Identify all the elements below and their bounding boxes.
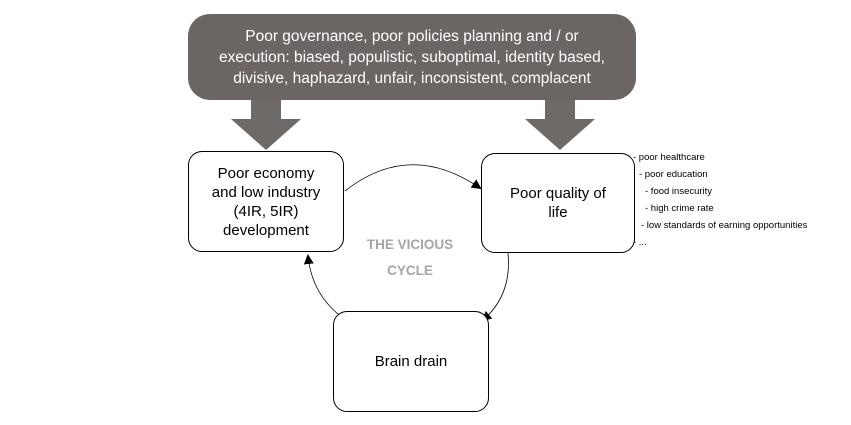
economy-line-4: development — [223, 221, 309, 239]
banner-line-2: execution: biased, populistic, suboptima… — [218, 48, 605, 66]
poor-economy-text: Poor economy and low industry (4IR, 5IR)… — [212, 164, 320, 240]
economy-line-3: (4IR, 5IR) — [233, 202, 299, 220]
banner-line-3: divisive, haphazard, unfair, inconsisten… — [233, 69, 591, 87]
cycle-arrow-economy-to-quality — [344, 164, 482, 192]
cycle-arrow-brain-drain-to-economy — [303, 254, 344, 319]
down-arrow-right — [525, 99, 595, 150]
quality-factors-list: - poor healthcare - poor education - foo… — [633, 149, 849, 251]
economy-line-2: and low industry — [211, 183, 321, 201]
quality-factor-item: - food insecurity — [645, 186, 713, 197]
banner-line-1: Poor governance, poor policies planning … — [245, 27, 579, 45]
brain-drain-label: Brain drain — [374, 353, 448, 370]
poor-economy-box: Poor economy and low industry (4IR, 5IR)… — [188, 151, 344, 252]
quality-line-2: life — [548, 204, 568, 221]
poor-quality-text: Poor quality of life — [510, 184, 606, 222]
vicious-cycle-label: THE VICIOUS CYCLE — [346, 232, 474, 284]
cycle-label-line-2: CYCLE — [387, 263, 433, 278]
poor-quality-of-life-box: Poor quality of life — [481, 153, 635, 253]
quality-line-1: Poor quality of — [510, 185, 606, 202]
quality-factor-item: - poor healthcare — [633, 152, 705, 163]
quality-factor-item: - poor education — [639, 169, 708, 180]
governance-banner-text: Poor governance, poor policies planning … — [219, 26, 605, 89]
quality-factor-item: - high crime rate — [645, 203, 714, 214]
governance-banner: Poor governance, poor policies planning … — [188, 14, 636, 100]
down-arrow-left — [231, 99, 301, 150]
cycle-arrow-quality-to-brain-drain — [481, 252, 509, 322]
economy-line-1: Poor economy — [217, 164, 315, 182]
quality-factor-item: - low standards of earning opportunities — [641, 220, 808, 231]
brain-drain-box: Brain drain — [333, 311, 489, 412]
cycle-label-line-1: THE VICIOUS — [366, 237, 454, 252]
quality-factor-item: - ... — [633, 237, 647, 248]
